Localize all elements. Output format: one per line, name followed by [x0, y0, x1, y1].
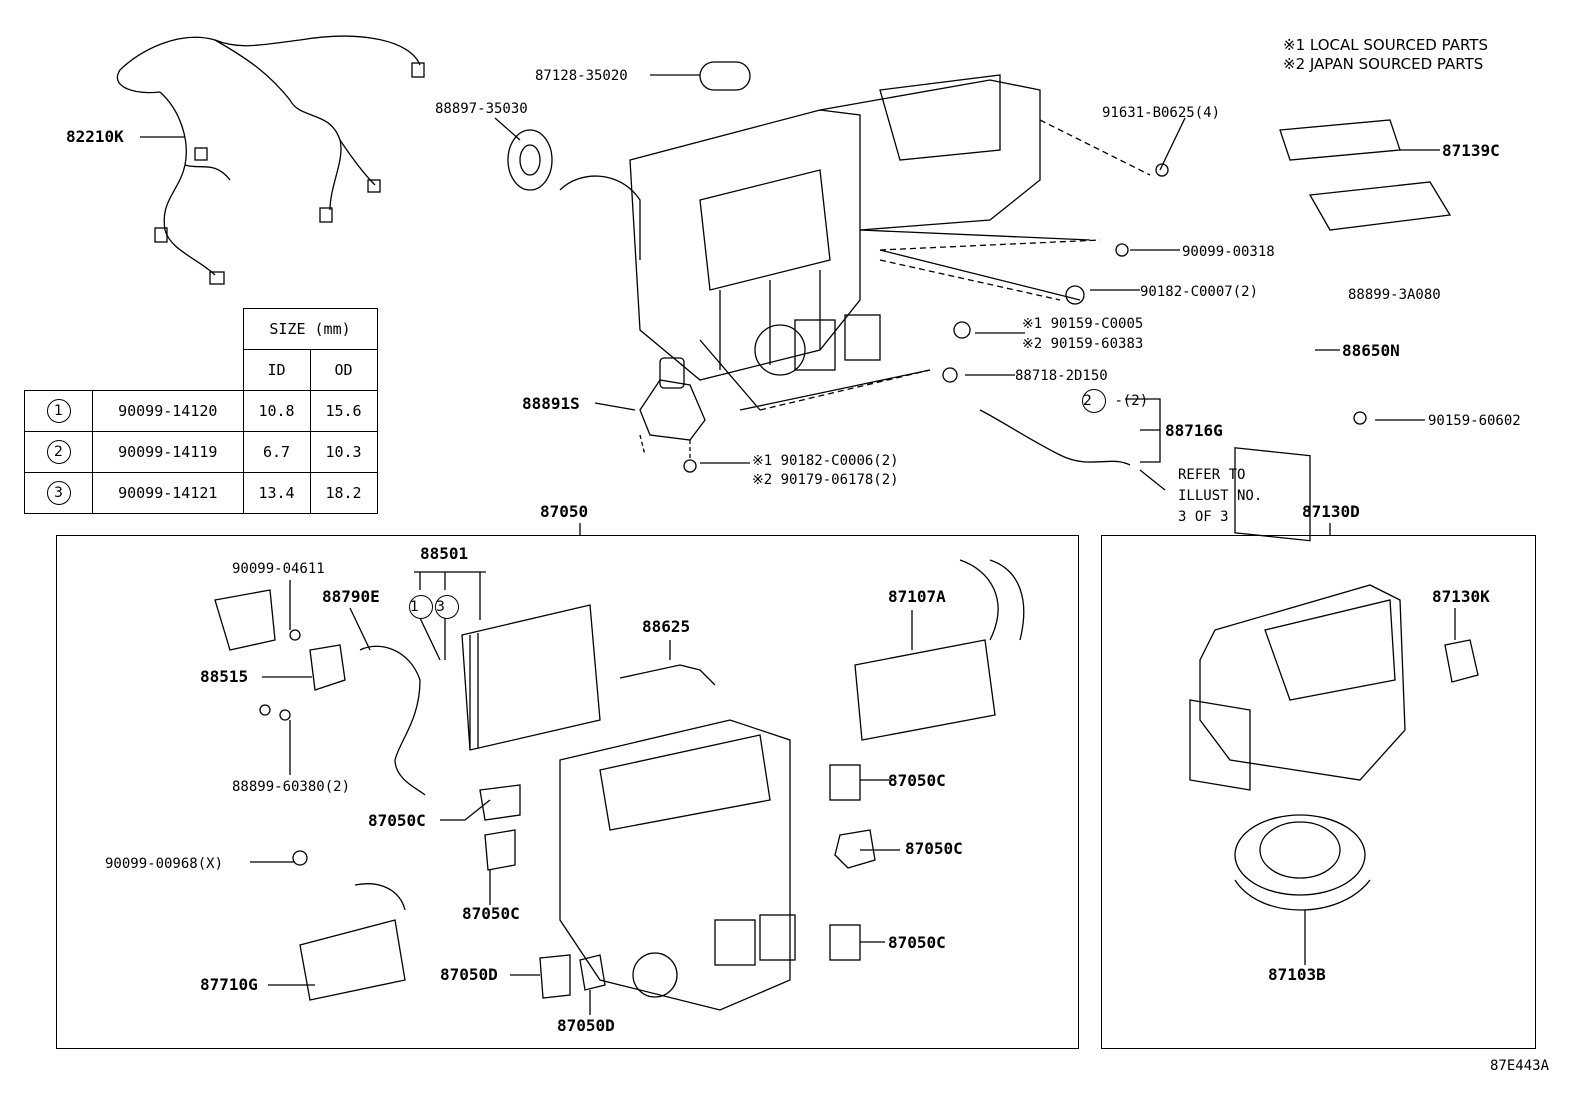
o-ring-callout: 2 -(2) — [1082, 389, 1148, 413]
legend-japan: ※2 JAPAN SOURCED PARTS — [1283, 55, 1484, 73]
part-label-88899-3A080[interactable]: 88899-3A080 — [1348, 287, 1441, 303]
part-label-88899-60380[interactable]: 88899-60380(2) — [232, 779, 351, 795]
part-label-87139C[interactable]: 87139C — [1442, 141, 1500, 160]
part-label-91631-B0625[interactable]: 91631-B0625(4) — [1102, 105, 1221, 121]
refer-line-1: REFER TO — [1178, 467, 1246, 483]
id-value: 10.8 — [242, 390, 311, 432]
part-label-87050C[interactable]: 87050C — [905, 839, 963, 858]
refer-line-3: 3 OF 3 — [1178, 509, 1229, 525]
part-label-87107A[interactable]: 87107A — [888, 587, 946, 606]
mark-circle: 2 — [1082, 389, 1106, 413]
part-label-87130K[interactable]: 87130K — [1432, 587, 1490, 606]
od-value: 18.2 — [309, 472, 378, 514]
refer-line-2: ILLUST NO. — [1178, 488, 1263, 504]
mark-circle: 3 — [46, 481, 71, 505]
part-label-88891S[interactable]: 88891S — [522, 394, 580, 413]
part-label-87103B[interactable]: 87103B — [1268, 965, 1326, 984]
leader-lines-87050 — [250, 571, 913, 1015]
mark-circle: 2 — [46, 440, 71, 464]
part-label-90159-60602[interactable]: 90159-60602 — [1428, 413, 1521, 429]
mark-circle: 1 — [409, 595, 433, 619]
box-87050-drawings — [214, 559, 1025, 1011]
part-label-82210K[interactable]: 82210K — [66, 127, 124, 146]
table-row: 2 90099-14119 6.7 10.3 — [24, 431, 378, 473]
part-label-90179-06178[interactable]: ※2 90179-06178(2) — [752, 472, 899, 488]
part-label-87050C[interactable]: 87050C — [888, 933, 946, 952]
table-row: 3 90099-14121 13.4 18.2 — [24, 472, 378, 514]
filter-drawings — [942, 119, 1452, 542]
col-od: OD — [309, 349, 378, 391]
od-value: 15.6 — [309, 390, 378, 432]
size-header: SIZE (mm) — [242, 308, 378, 350]
o-ring-size-table: SIZE (mm) ID OD 1 90099-14120 10.8 15.6 … — [24, 308, 378, 514]
illustration-code: 87E443A — [1490, 1058, 1550, 1074]
mark-1-callout: 1 — [409, 595, 433, 619]
o-ring-qty: -(2) — [1114, 393, 1149, 409]
group-label-87050[interactable]: 87050 — [540, 502, 589, 521]
part-label-90099-00318[interactable]: 90099-00318 — [1182, 244, 1275, 260]
part-label-90159-C0005[interactable]: ※1 90159-C0005 — [1022, 316, 1144, 332]
part-label-88515[interactable]: 88515 — [200, 667, 249, 686]
part-label-87050C[interactable]: 87050C — [462, 904, 520, 923]
servo-drawing — [639, 357, 706, 473]
col-id: ID — [242, 349, 311, 391]
part-label-88790E[interactable]: 88790E — [322, 587, 380, 606]
part-label-88718-2D150[interactable]: 88718-2D150 — [1015, 368, 1108, 384]
id-value: 13.4 — [242, 472, 311, 514]
part-label-90099-04611[interactable]: 90099-04611 — [232, 561, 325, 577]
part-label-88897-35030[interactable]: 88897-35030 — [435, 101, 528, 117]
part-number: 90099-14120 — [92, 390, 244, 432]
mark-3-callout: 3 — [435, 595, 459, 619]
group-label-87130D[interactable]: 87130D — [1302, 502, 1360, 521]
group-87130D-frame — [1101, 535, 1536, 1049]
part-label-87050C[interactable]: 87050C — [368, 811, 426, 830]
mark-circle: 3 — [435, 595, 459, 619]
part-label-90182-C0006[interactable]: ※1 90182-C0006(2) — [752, 453, 899, 469]
part-label-88625[interactable]: 88625 — [642, 617, 691, 636]
part-label-88716G[interactable]: 88716G — [1165, 421, 1223, 440]
part-label-88650N[interactable]: 88650N — [1342, 341, 1400, 360]
part-label-87128-35020[interactable]: 87128-35020 — [535, 68, 628, 84]
box-87130D-drawings — [1189, 584, 1479, 965]
hvac-unit-top-drawing — [507, 61, 1151, 411]
part-number: 90099-14119 — [92, 431, 244, 473]
group-87050-frame — [56, 535, 1079, 1049]
part-label-87710G[interactable]: 87710G — [200, 975, 258, 994]
leader-lines-top — [494, 74, 1440, 535]
part-label-87050C[interactable]: 87050C — [888, 771, 946, 790]
legend-local: ※1 LOCAL SOURCED PARTS — [1283, 36, 1488, 54]
part-label-90099-00968[interactable]: 90099-00968(X) — [105, 856, 224, 872]
wire-harness-drawing — [116, 35, 425, 285]
part-label-87050D[interactable]: 87050D — [557, 1016, 615, 1035]
part-label-88501[interactable]: 88501 — [420, 544, 469, 563]
source-legend: ※1 LOCAL SOURCED PARTS ※2 JAPAN SOURCED … — [1283, 36, 1488, 74]
table-row: 1 90099-14120 10.8 15.6 — [24, 390, 378, 432]
mark-circle: 1 — [46, 399, 71, 423]
part-label-87050D[interactable]: 87050D — [440, 965, 498, 984]
id-value: 6.7 — [242, 431, 311, 473]
part-label-90182-C0007[interactable]: 90182-C0007(2) — [1140, 284, 1259, 300]
od-value: 10.3 — [309, 431, 378, 473]
part-label-90159-60383[interactable]: ※2 90159-60383 — [1022, 336, 1144, 352]
part-number: 90099-14121 — [92, 472, 244, 514]
